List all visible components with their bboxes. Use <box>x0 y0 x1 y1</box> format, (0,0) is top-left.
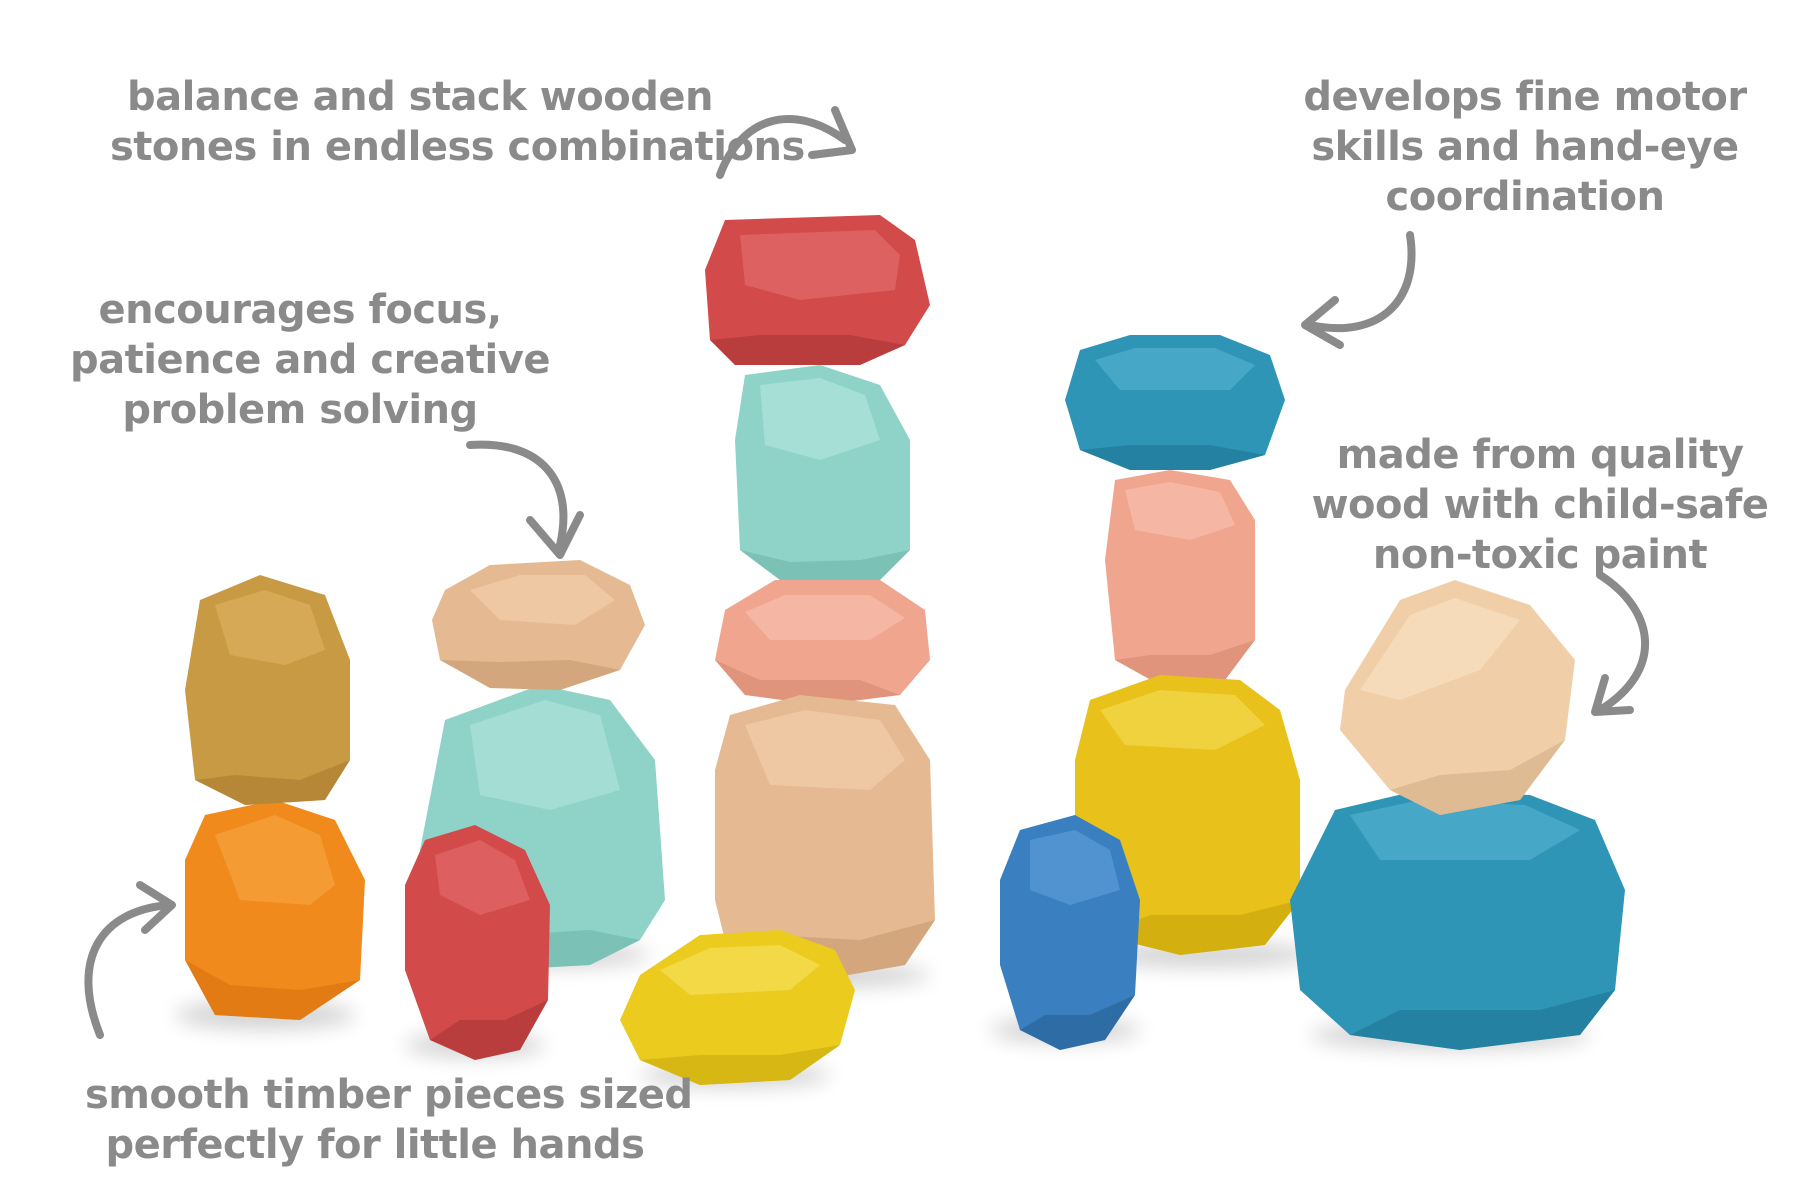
caption-focus-line3: problem solving <box>122 387 478 433</box>
peach-stone <box>715 580 930 705</box>
caption-smooth-line1: smooth timber pieces sized <box>85 1072 693 1118</box>
caption-motor: develops fine motor skills and hand-eye … <box>1300 72 1750 222</box>
blue-stone-front <box>1000 815 1140 1050</box>
caption-focus: encourages focus, patience and creative … <box>70 285 550 435</box>
caption-smooth-line2: perfectly for little hands <box>105 1122 645 1168</box>
natural-stone-small <box>432 560 645 690</box>
mustard-stone <box>185 575 350 805</box>
peach-stone-tall <box>1105 470 1255 685</box>
yellow-stone-front <box>620 930 855 1085</box>
natural-stone-tilted <box>1340 580 1575 815</box>
caption-balance-line1: balance and stack wooden <box>127 74 713 120</box>
caption-focus-line1: encourages focus, <box>98 287 502 333</box>
red-stone-small <box>405 825 550 1060</box>
caption-balance: balance and stack wooden stones in endle… <box>110 72 805 172</box>
caption-quality-line3: non-toxic paint <box>1372 532 1708 578</box>
caption-motor-line1: develops fine motor <box>1303 74 1747 120</box>
caption-motor-line3: coordination <box>1385 174 1666 220</box>
teal-stone-large <box>1290 790 1625 1050</box>
mint-stone-tall <box>735 365 910 580</box>
caption-focus-line2: patience and creative <box>70 337 550 383</box>
caption-motor-line2: skills and hand-eye <box>1311 124 1739 170</box>
orange-stone <box>185 800 365 1020</box>
teal-stone-top <box>1065 335 1285 470</box>
caption-quality: made from quality wood with child-safe n… <box>1300 430 1780 580</box>
caption-quality-line1: made from quality <box>1336 432 1744 478</box>
caption-balance-line2: stones in endless combinations <box>110 124 805 170</box>
caption-smooth: smooth timber pieces sized perfectly for… <box>85 1070 693 1170</box>
red-stone-top <box>705 215 930 365</box>
caption-quality-line2: wood with child-safe <box>1311 482 1769 528</box>
